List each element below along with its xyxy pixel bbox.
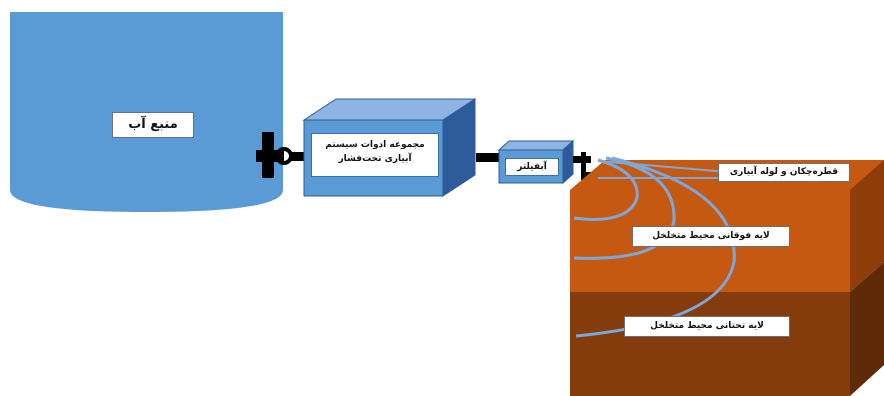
emitter-label: قطره‌چکان و لوله آبیاری	[718, 163, 850, 182]
filter-box-top	[497, 140, 575, 151]
soil-lower-side-face	[850, 262, 884, 396]
pipe-equipment-filter	[476, 153, 500, 162]
soil-lower-layer	[570, 292, 850, 396]
lower-layer-label: لایه تحتانی محیط متخلخل	[624, 316, 790, 337]
water-source-label: منبع آب	[112, 112, 194, 138]
upper-layer-label: لایه فوقانی محیط متخلخل	[632, 226, 790, 247]
wetting-front-2	[573, 156, 676, 260]
equipment-label-line2: آبیاری تحت‌فشار	[338, 154, 412, 164]
drip-pipe-line	[597, 160, 729, 173]
equipment-label: مجموعه ادوات سیستم آبیاری تحت‌فشار	[311, 133, 439, 177]
equipment-label-line1: مجموعه ادوات سیستم	[325, 140, 425, 150]
wetting-front-1	[573, 158, 639, 221]
filter-label: آبفیلتر	[505, 158, 559, 176]
pipe-tank-equipment	[290, 152, 304, 161]
soil-upper-side-face	[850, 160, 884, 292]
